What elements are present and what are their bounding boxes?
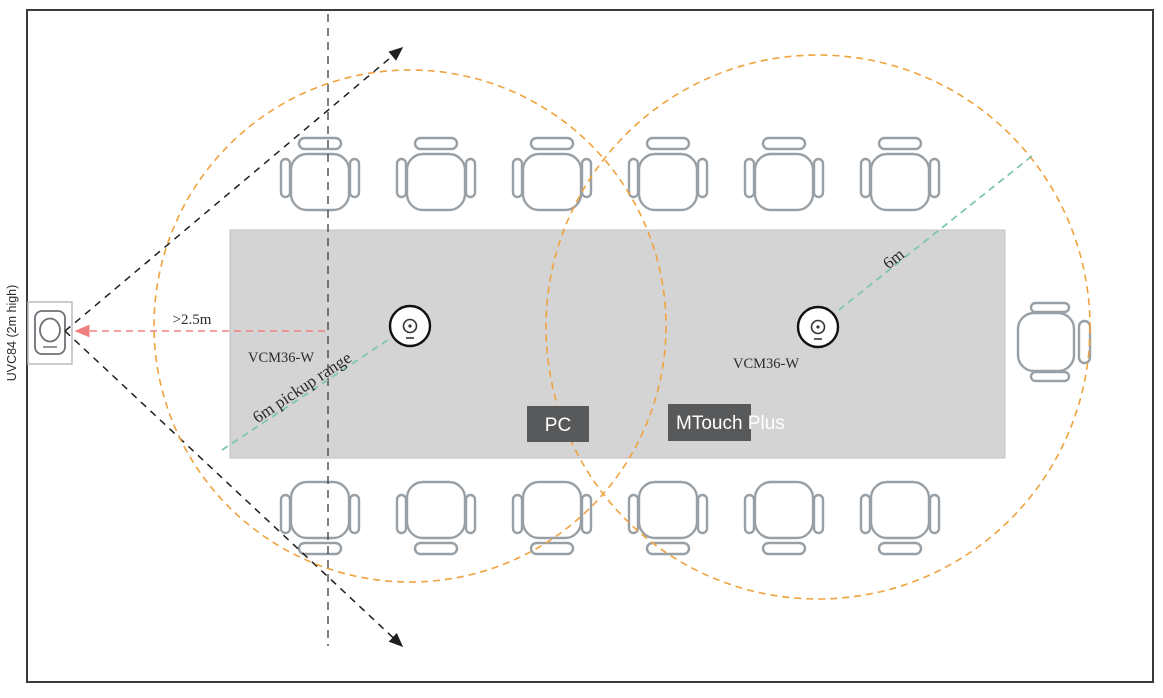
distance-label: >2.5m — [173, 312, 212, 328]
chair — [395, 136, 477, 212]
mic-label-left: VCM36-W — [248, 350, 314, 366]
chair — [395, 480, 477, 556]
conference-table — [229, 229, 1006, 459]
chair — [511, 136, 593, 212]
pickup-line-left — [221, 327, 407, 451]
chair — [279, 136, 361, 212]
room-border — [26, 9, 1154, 683]
chair — [859, 136, 941, 212]
pickup-range-circle-left — [153, 69, 667, 583]
camera-fov-line-top — [64, 47, 404, 332]
camera-icon — [27, 301, 73, 365]
chair — [279, 480, 361, 556]
chair — [859, 480, 941, 556]
mtouch-box — [668, 404, 751, 441]
chair — [743, 136, 825, 212]
chair — [627, 480, 709, 556]
mic-icon-right — [796, 305, 840, 349]
chair — [743, 480, 825, 556]
pickup-range-circle-right — [545, 54, 1091, 600]
mic-label-right: VCM36-W — [733, 356, 799, 372]
camera-label: UVC84 (2m high) — [5, 285, 19, 382]
pickup-line-right — [819, 155, 1033, 326]
mic-icon-left — [388, 304, 432, 348]
pc-box — [527, 406, 589, 442]
chair — [627, 136, 709, 212]
chair — [1016, 301, 1092, 383]
pc-label: PC — [545, 415, 571, 436]
mtouch-label: MTouch Plus — [676, 413, 785, 434]
